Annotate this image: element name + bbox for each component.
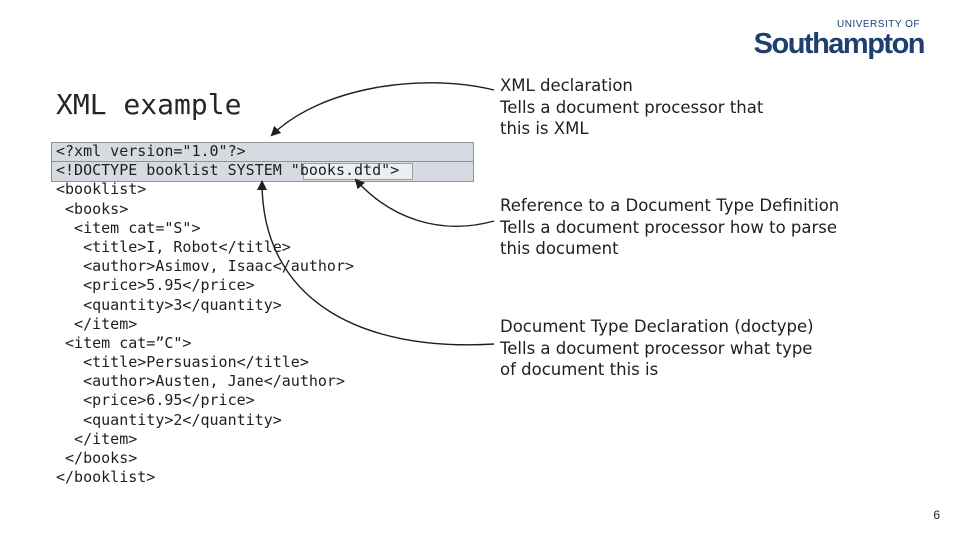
code-line: <quantity>2</quantity> [56,410,282,429]
annotation-xml-declaration: XML declaration Tells a document process… [500,75,763,140]
code-line: <price>5.95</price> [56,276,255,295]
code-line: <author>Austen, Jane</author> [56,372,345,391]
code-line: <booklist> [56,180,147,199]
code-line: <author>Asimov, Isaac</author> [56,257,355,276]
code-line: <books> [56,199,129,218]
code-line: <title>Persuasion</title> [56,353,309,372]
code-line: <quantity>3</quantity> [56,295,282,314]
annotation-heading: XML declaration [500,76,633,95]
annotation-heading: Reference to a Document Type Definition [500,196,840,215]
xml-code-block: <?xml version="1.0"?><!DOCTYPE booklist … [56,142,399,487]
slide-title: XML example [56,88,242,121]
code-line: </booklist> [56,468,156,487]
annotation-body-line: Tells a document processor what type [500,338,813,358]
code-line: </item> [56,429,138,448]
annotation-dtd-reference: Reference to a Document Type Definition … [500,195,839,260]
code-line: <item cat=”C"> [56,333,192,352]
annotation-heading: Document Type Declaration (doctype) [500,317,814,336]
page-number: 6 [933,508,940,522]
code-line: <price>6.95</price> [56,391,255,410]
code-line: <!DOCTYPE booklist SYSTEM "books.dtd"> [56,161,400,180]
logo-southampton: Southampton [753,28,926,60]
annotation-body-line: Tells a document processor how to parse [500,217,838,237]
logo-university-of: UNIVERSITY OF [837,19,920,30]
code-line: <item cat="S"> [56,218,201,237]
annotation-doctype: Document Type Declaration (doctype) Tell… [500,316,814,381]
annotation-body-line: Tells a document processor that [500,97,764,117]
code-line: <?xml version="1.0"?> [56,142,246,160]
annotation-body-line: this document [500,239,619,258]
university-logo: UNIVERSITY OF Southampton [753,19,926,60]
code-line: <title>I, Robot</title> [56,237,291,256]
arrow-xml-declaration [270,82,495,137]
code-line: </books> [56,449,138,467]
annotation-body-line: this is XML [500,119,589,138]
code-line: </item> [56,314,138,333]
annotation-body-line: of document this is [500,360,659,379]
